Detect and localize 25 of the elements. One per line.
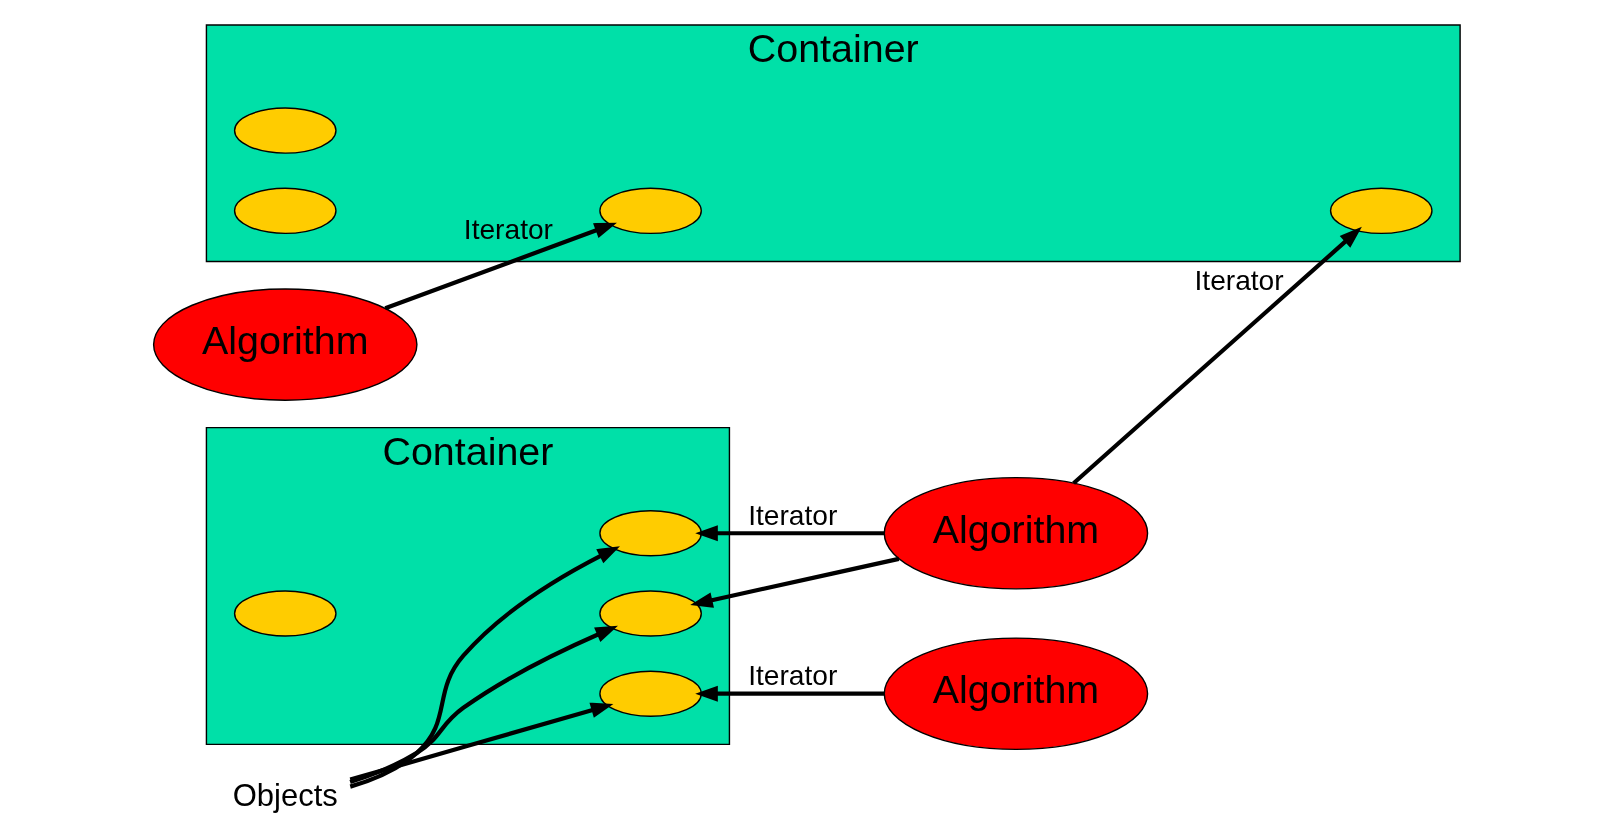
arrow xyxy=(349,702,613,782)
node-text: Objects xyxy=(232,777,338,813)
edge-label: Iterator xyxy=(747,660,837,692)
node-ellipse xyxy=(598,670,702,717)
node-ellipse xyxy=(1329,187,1433,235)
node-ellipse: Algorithm xyxy=(152,288,418,401)
node-ellipse xyxy=(233,590,337,637)
arrow xyxy=(694,525,884,542)
arrow xyxy=(384,222,617,311)
edge-label: Iterator xyxy=(747,499,837,531)
node-ellipse xyxy=(233,187,337,235)
arrow xyxy=(349,546,620,789)
node-ellipse xyxy=(233,107,337,154)
arrow xyxy=(348,625,618,785)
node-ellipse: Algorithm xyxy=(883,476,1148,590)
arrow xyxy=(1071,226,1362,485)
arrow xyxy=(689,556,899,608)
edge-label: Iterator xyxy=(1194,264,1284,296)
node-ellipse xyxy=(598,510,702,557)
node-ellipse: Algorithm xyxy=(883,637,1148,751)
arrow xyxy=(694,685,884,702)
cluster: Container xyxy=(205,426,730,746)
node-ellipse xyxy=(598,187,702,235)
node-ellipse xyxy=(598,590,702,637)
edge-label: Iterator xyxy=(463,214,553,245)
